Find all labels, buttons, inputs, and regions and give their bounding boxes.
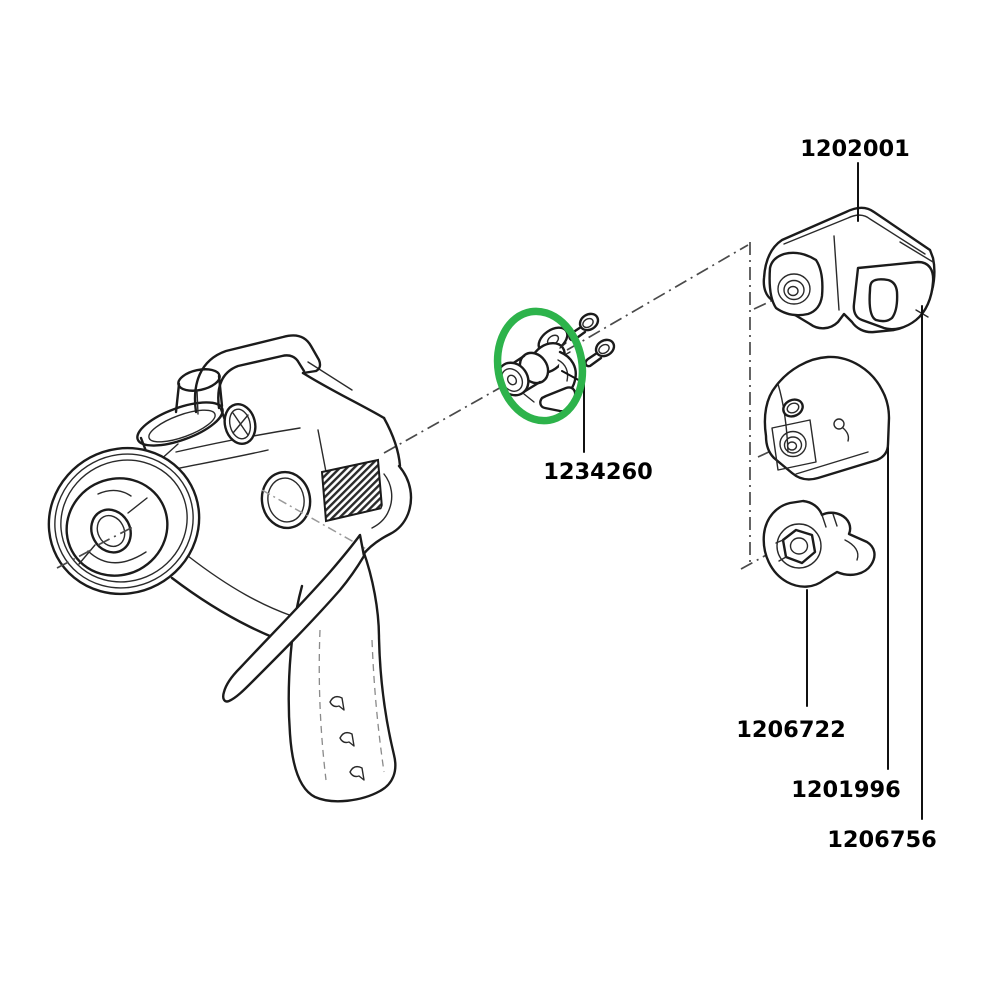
- trigger: [360, 464, 413, 558]
- part-label-1202001: 1202001: [800, 136, 910, 162]
- part-1201996-drawing: [763, 355, 891, 481]
- part-label-1201996: 1201996: [791, 777, 901, 803]
- sata-logo-plate: [320, 458, 384, 523]
- part-label-1234260: 1234260: [543, 459, 653, 485]
- part-label-1206756: 1206756: [827, 827, 937, 853]
- screw-icon: [584, 338, 616, 368]
- nozzle-ring: [47, 446, 201, 596]
- axis-centerline-upper: [566, 244, 749, 351]
- part-1234260-drawing: [496, 326, 577, 413]
- highlight-ellipse: [493, 307, 587, 425]
- spray-gun-drawing: [47, 334, 413, 803]
- part-1206722-drawing: [762, 499, 876, 588]
- part-1202001-drawing: [762, 206, 936, 334]
- gun-axis-centerline2: [97, 526, 134, 546]
- part-number-labels: 1202001 1234260 1206722 1201996 1206756: [543, 136, 937, 853]
- gun-axis-centerline: [56, 547, 96, 569]
- part-label-1206722: 1206722: [736, 717, 846, 743]
- axis-centerline-mid: [383, 380, 513, 454]
- hole-axis-centerline: [261, 489, 369, 551]
